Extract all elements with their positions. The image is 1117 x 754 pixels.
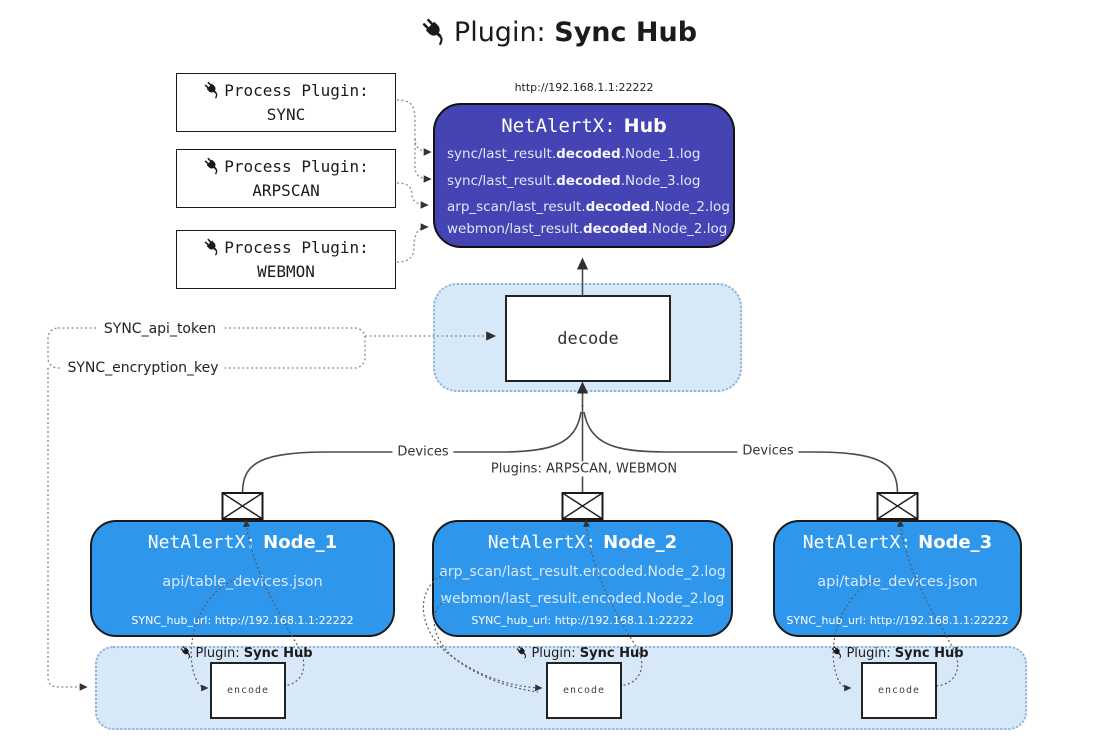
process-plugin-webmon: Process Plugin: WEBMON bbox=[176, 230, 396, 289]
node-title: NetAlertX:Node_1 bbox=[147, 532, 338, 553]
decode-box: decode bbox=[505, 295, 671, 382]
devices-right-label: Devices bbox=[737, 443, 799, 459]
encode-plugin-label: Plugin: Sync Hub bbox=[515, 645, 649, 661]
node-title: NetAlertX:Node_2 bbox=[487, 532, 678, 553]
process-plugin-sync: Process Plugin: SYNC bbox=[176, 73, 396, 132]
plug-icon bbox=[203, 237, 222, 256]
plug-icon bbox=[179, 645, 193, 659]
hub-url-label: http://192.168.1.1:22222 bbox=[514, 81, 654, 94]
plug-icon bbox=[203, 80, 222, 99]
node-file: api/table_devices.json bbox=[817, 574, 978, 590]
hub-log-line: arp_scan/last_result.decoded.Node_2.log bbox=[447, 199, 730, 215]
page-title-prefix: Plugin: bbox=[453, 17, 546, 48]
plug-icon bbox=[203, 156, 222, 175]
plug-icon bbox=[830, 645, 844, 659]
edge-webmon-to-log4 bbox=[396, 223, 429, 263]
node-file: api/table_devices.json bbox=[162, 574, 323, 590]
hub-log-line: sync/last_result.decoded.Node_3.log bbox=[447, 173, 701, 189]
devices-left-label: Devices bbox=[392, 444, 454, 460]
node-hub-url: SYNC_hub_url: http://192.168.1.1:22222 bbox=[786, 614, 1009, 627]
encode-box-2: encode bbox=[546, 662, 622, 719]
process-plugin-label: Process Plugin: bbox=[224, 81, 369, 100]
node-hub-url: SYNC_hub_url: http://192.168.1.1:22222 bbox=[131, 614, 354, 627]
hub-title: NetAlertX: Hub bbox=[435, 115, 733, 137]
edge-encryption-key-to-encode bbox=[47, 368, 88, 691]
encode-plugin-label: Plugin: Sync Hub bbox=[179, 645, 313, 661]
sync-encryption-key-label: SYNC_encryption_key bbox=[61, 360, 225, 376]
encode-plugin-label: Plugin: Sync Hub bbox=[830, 645, 964, 661]
node-3-box: NetAlertX:Node_3 api/table_devices.json … bbox=[773, 520, 1022, 637]
process-plugin-arpscan: Process Plugin: ARPSCAN bbox=[176, 149, 396, 208]
page-title: Plugin: Sync Hub bbox=[0, 16, 1117, 48]
edge-arpscan-to-log3 bbox=[396, 182, 429, 209]
hub-title-prefix: NetAlertX: bbox=[501, 115, 616, 137]
edge-sync-to-log2 bbox=[414, 139, 432, 183]
node-file: arp_scan/last_result.encoded.Node_2.log bbox=[439, 564, 726, 580]
sync-api-token-label: SYNC_api_token bbox=[97, 321, 223, 337]
edge-sync-to-log1 bbox=[396, 99, 432, 156]
node-1-box: NetAlertX:Node_1 api/table_devices.json … bbox=[90, 520, 395, 637]
plug-icon bbox=[420, 16, 450, 46]
encode-box-3: encode bbox=[861, 662, 937, 719]
node-hub-url: SYNC_hub_url: http://192.168.1.1:22222 bbox=[471, 614, 694, 627]
process-plugin-name: SYNC bbox=[266, 105, 306, 124]
hub-log-line: sync/last_result.decoded.Node_1.log bbox=[447, 146, 701, 162]
envelope-icon bbox=[561, 492, 604, 520]
envelope-icon bbox=[221, 492, 264, 520]
hub-box: NetAlertX: Hub sync/last_result.decoded.N… bbox=[433, 103, 735, 248]
node-file: webmon/last_result.encoded.Node_2.log bbox=[440, 591, 725, 607]
process-plugin-label: Process Plugin: bbox=[224, 238, 369, 257]
hub-title-name: Hub bbox=[623, 115, 667, 137]
node-2-box: NetAlertX:Node_2 arp_scan/last_result.en… bbox=[432, 520, 733, 637]
node-title: NetAlertX:Node_3 bbox=[802, 532, 993, 553]
process-plugin-label: Process Plugin: bbox=[224, 157, 369, 176]
hub-log-line: webmon/last_result.decoded.Node_2.log bbox=[447, 221, 728, 237]
process-plugin-name: ARPSCAN bbox=[252, 181, 320, 200]
envelope-icon bbox=[876, 492, 919, 520]
encode-box-1: encode bbox=[210, 662, 286, 719]
plug-icon bbox=[515, 645, 529, 659]
plugins-mid-label: Plugins: ARPSCAN, WEBMON bbox=[485, 461, 683, 477]
process-plugin-name: WEBMON bbox=[257, 262, 315, 281]
page-title-name: Sync Hub bbox=[554, 17, 698, 48]
